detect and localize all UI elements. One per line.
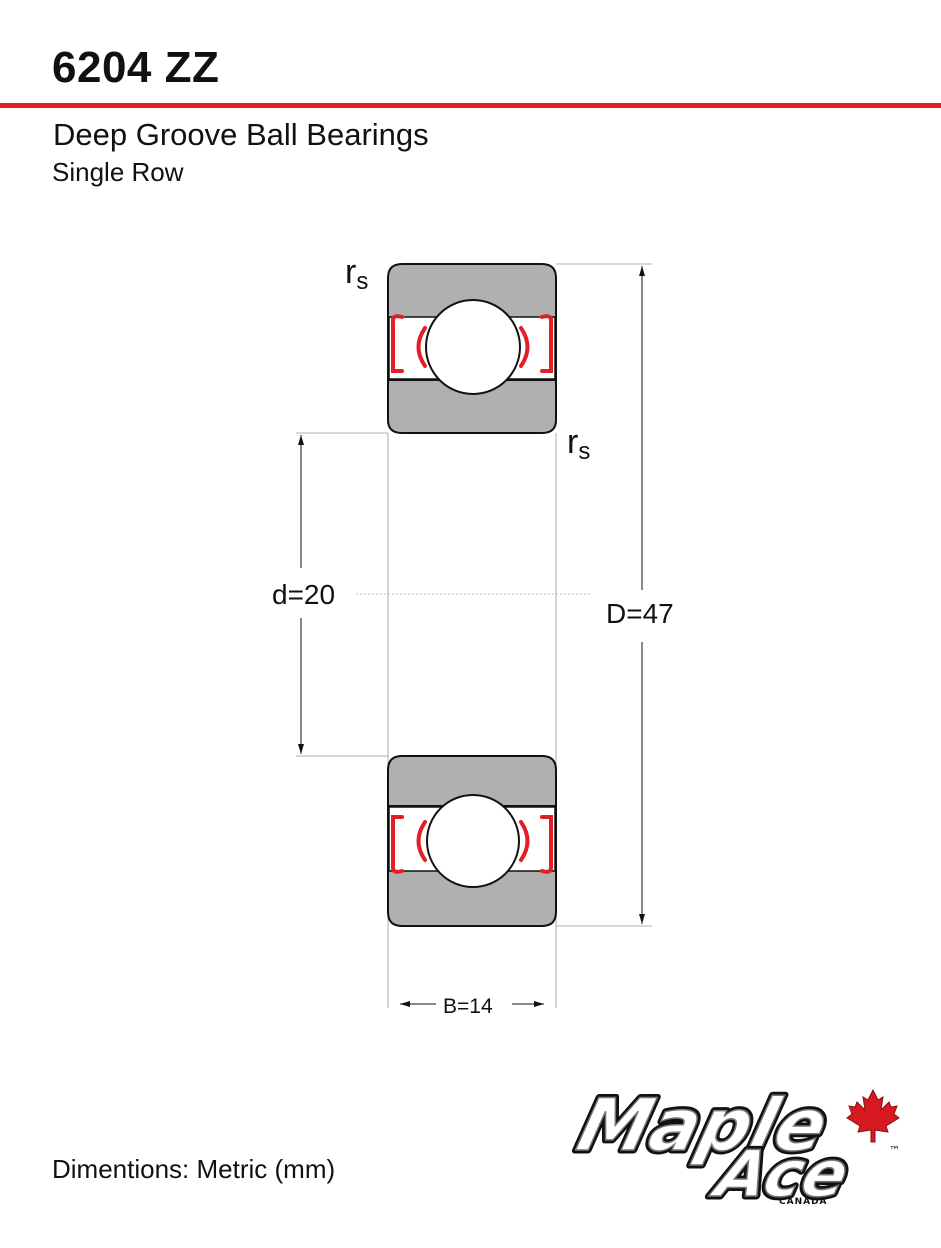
- row-type: Single Row: [52, 157, 184, 187]
- logo-text-ace: Ace: [704, 1138, 856, 1212]
- inner-ring-bottom: [387, 755, 557, 807]
- logo-text-ace-shade: Ace: [704, 1138, 856, 1212]
- header-divider: [0, 103, 941, 108]
- units-note: Dimentions: Metric (mm): [52, 1154, 336, 1184]
- bearing-section-bottom: [387, 755, 557, 927]
- width-label: B=14: [443, 995, 493, 1018]
- ball-top: [425, 299, 521, 395]
- part-number-title: 6204 ZZ: [52, 43, 220, 92]
- ball-bottom: [426, 794, 520, 888]
- radius-label-bottom: rs: [567, 423, 590, 465]
- shield-seals-bottom: [390, 815, 554, 874]
- inner-ring-top: [387, 379, 557, 434]
- radius-label-top: rs: [345, 253, 368, 295]
- maple-leaf-icon: [846, 1088, 900, 1143]
- maple-ace-logo: Maple Maple Ace Ace ™ CANADA: [566, 1082, 900, 1212]
- logo-text-maple-shade: Maple: [570, 1084, 836, 1168]
- outer-diameter-label: D=47: [606, 598, 674, 629]
- logo-country-text: CANADA: [779, 1197, 828, 1207]
- shield-seals-top: [390, 314, 554, 373]
- product-type: Deep Groove Ball Bearings: [53, 117, 429, 152]
- logo-text-maple: Maple: [570, 1084, 836, 1168]
- dimension-lines: [298, 266, 645, 1007]
- bearing-section-top: [387, 263, 557, 434]
- trademark-symbol: ™: [889, 1144, 900, 1157]
- bore-diameter-label: d=20: [272, 579, 335, 610]
